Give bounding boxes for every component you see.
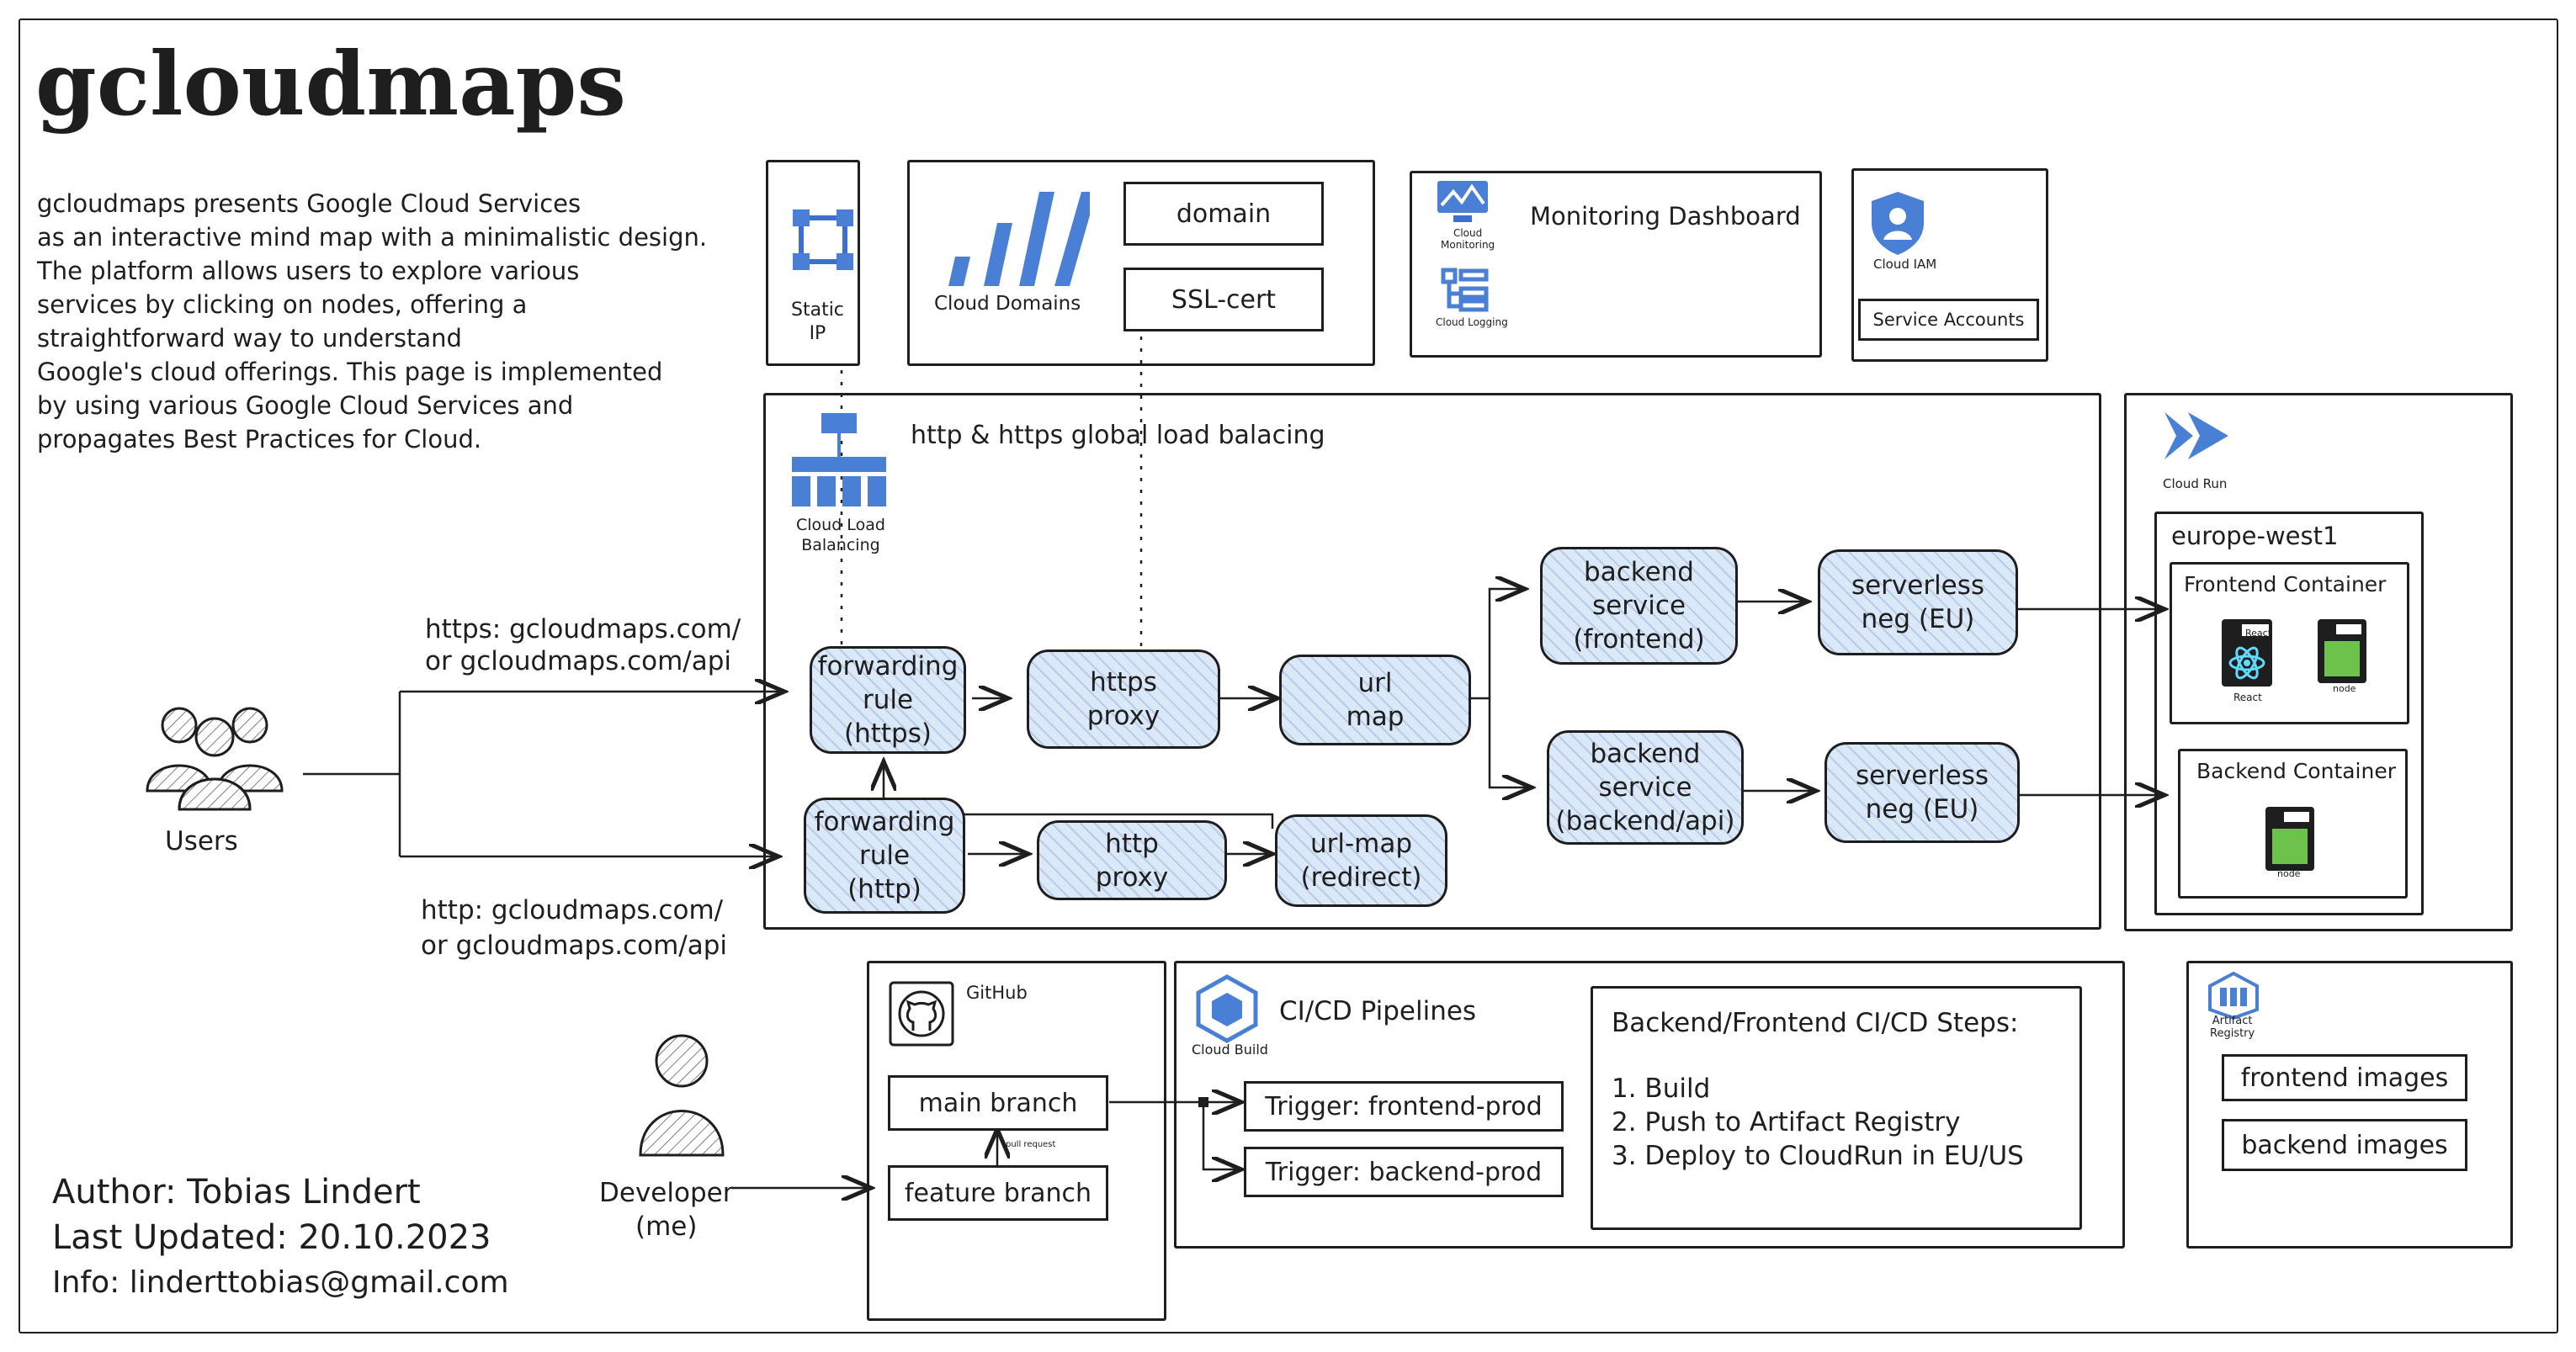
url-map-redirect-node[interactable]: url-map (redirect) [1275,814,1447,907]
frontend-images-box[interactable]: frontend images [2222,1054,2467,1101]
http-url: or gcloudmaps.com/api [421,930,728,961]
main-branch-box[interactable]: main branch [888,1075,1108,1131]
frontend-container-panel[interactable] [2170,562,2409,724]
static-ip-label: Static IP [791,300,844,344]
last-updated-line: Last Updated: 20.10.2023 [52,1218,491,1257]
artifact-registry-icon [2208,971,2259,1020]
iam-panel [1851,168,2048,362]
cloud-iam-label: Cloud IAM [1873,257,1937,272]
react-icon [2222,619,2272,687]
trigger-backend-box[interactable]: Trigger: backend-prod [1244,1147,1564,1197]
monitoring-panel[interactable] [1410,171,1822,358]
canvas-frame [19,19,2558,1333]
https-url: https: gcloudmaps.com/ [425,614,741,644]
description-line: services by clicking on nodes, offering … [37,290,528,319]
description-line: by using various Google Cloud Services a… [37,391,574,420]
cicd-panel [1174,961,2125,1249]
node-caption: node [2333,683,2356,694]
react-caption: React [2233,692,2262,703]
users-label: Users [165,826,238,856]
nodejs-icon [2265,807,2314,871]
cloud-iam-icon [1872,192,1924,255]
backend-container-label: Backend Container [2196,759,2397,783]
backend-container-panel[interactable] [2178,749,2408,899]
serverless-neg-eu-node[interactable]: serverless neg (EU) [1824,742,2020,843]
monitoring-dashboard-title: Monitoring Dashboard [1530,202,1801,231]
developer-icon[interactable] [635,1031,728,1157]
github-icon [889,981,954,1047]
cloud-logging-label: Cloud Logging [1436,316,1508,328]
static-ip-panel[interactable] [766,160,860,366]
cloud-build-label: Cloud Build [1192,1042,1268,1058]
region-europe-west1-panel [2154,512,2424,915]
node-caption: node [2277,868,2301,879]
github-panel [867,961,1166,1321]
backend-service-frontend-node[interactable]: backend service (frontend) [1540,547,1738,665]
github-label: GitHub [966,983,1028,1003]
http-url: http: gcloudmaps.com/ [421,895,724,925]
backend-images-box[interactable]: backend images [2222,1119,2467,1171]
author-line: Author: Tobias Lindert [52,1173,421,1211]
description-line: gcloudmaps presents Google Cloud Service… [37,189,582,218]
forwarding-rule-https-node[interactable]: forwarding rule (https) [810,646,966,754]
cicd-step: 1. Build [1612,1074,1711,1104]
static-ip-icon [793,209,853,270]
load-balancing-title: http & https global load balacing [911,421,1325,450]
ssl-cert-box[interactable]: SSL-cert [1123,268,1324,331]
description-line: as an interactive mind map with a minima… [37,223,708,252]
https-url: or gcloudmaps.com/api [425,646,732,676]
developer-label: Developer (me) [599,1178,734,1242]
cloud-domains-panel [907,160,1375,366]
users-icon[interactable] [139,698,290,816]
author-info: Author: Tobias Lindert Last Updated: 20.… [52,1169,509,1306]
description-line: propagates Best Practices for Cloud. [37,425,482,453]
cicd-title: CI/CD Pipelines [1279,996,1477,1026]
cicd-step: 3. Deploy to CloudRun in EU/US [1612,1141,2024,1171]
cicd-steps-panel [1591,986,2082,1230]
feature-branch-box[interactable]: feature branch [888,1165,1108,1221]
description-line: Google's cloud offerings. This page is i… [37,358,663,386]
page-title: gcloudmaps [35,32,626,135]
cloud-run-icon [2164,412,2228,459]
https-proxy-node[interactable]: https proxy [1027,649,1220,749]
react-label: React [2245,628,2272,639]
frontend-container-label: Frontend Container [2184,572,2387,596]
cicd-steps-title: Backend/Frontend CI/CD Steps: [1612,1008,2019,1038]
cloud-build-icon [1196,974,1258,1043]
cloud-logging-icon [1441,268,1489,312]
artifact-registry-panel [2186,961,2513,1249]
cloud-run-label: Cloud Run [2163,476,2228,491]
description-line: The platform allows users to explore var… [37,257,580,285]
trigger-frontend-box[interactable]: Trigger: frontend-prod [1244,1081,1564,1132]
cloud-monitoring-icon [1437,181,1488,222]
description: gcloudmaps presents Google Cloud Service… [37,187,707,456]
domain-box[interactable]: domain [1123,182,1324,246]
nodejs-icon [2318,619,2366,683]
http-proxy-node[interactable]: http proxy [1037,820,1227,900]
cloud-domains-label: Cloud Domains [934,293,1081,315]
info-line: Info: linderttobias@gmail.com [52,1265,509,1300]
url-map-node[interactable]: url map [1279,655,1471,745]
load-balancing-panel [763,393,2101,930]
service-accounts-box[interactable]: Service Accounts [1858,299,2039,341]
description-line: straightforward way to understand [37,324,462,353]
artifact-registry-label: Artifact Registry [2210,1015,2255,1040]
cloud-domains-icon [948,192,1090,286]
backend-service-api-node[interactable]: backend service (backend/api) [1547,730,1744,845]
region-label: europe-west1 [2171,522,2339,550]
cloud-run-panel [2124,393,2513,931]
cicd-step: 2. Push to Artifact Registry [1612,1107,1961,1137]
cloud-monitoring-label: Cloud Monitoring [1441,227,1495,251]
serverless-neg-eu-node[interactable]: serverless neg (EU) [1818,549,2018,655]
forwarding-rule-http-node[interactable]: forwarding rule (http) [804,798,965,914]
cloud-load-balancing-icon [792,413,886,506]
pull-request-label: pull request [1006,1140,1056,1149]
cloud-load-balancing-label: Cloud Load Balancing [796,516,885,554]
